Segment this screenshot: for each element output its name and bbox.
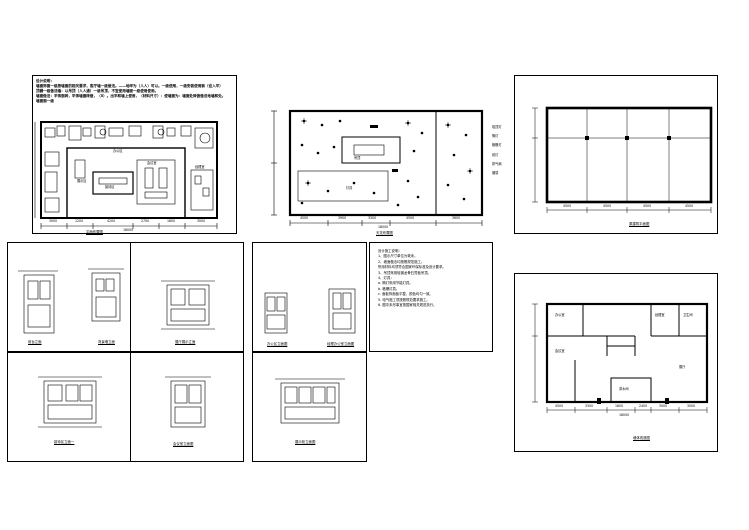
legend-item: 烟感 — [492, 171, 499, 176]
legend-item: 排气扇 — [492, 161, 502, 166]
wall-plan-drawing — [532, 302, 709, 413]
dimension-label: 3000 — [687, 404, 696, 408]
room-label: 灯具 — [346, 186, 353, 190]
room-label: 会议室 — [147, 161, 157, 165]
design-note-item: 所用材料均须符合国家环保标准及设计要求。 — [378, 265, 446, 270]
legend-item: 格栅灯 — [492, 143, 502, 148]
dimension-label: 3600 — [452, 216, 461, 220]
dimension-label: 3000 — [49, 219, 58, 223]
notes-line: 墙面饰面一级按墙面的相关要求，客厅墙一级做法。——地坪为（人人）可以。一级使用，… — [36, 84, 223, 89]
dimension-label: 3900 — [338, 216, 347, 220]
design-note-item: c. 面板饰面板平整，颜色均匀一致。 — [378, 292, 433, 297]
dimension-label: 1800 — [167, 219, 176, 223]
sheet-caption: 办公区立面图 — [267, 342, 288, 346]
sheet-elevation-5: 会议室立面图 — [130, 352, 244, 462]
sheet-ceiling-plan: 吊顶 灯具 4500 3900 3300 4500 3600 18000 天花布… — [258, 75, 495, 235]
dimension-label: 2700 — [141, 219, 150, 223]
design-note-item: 5. 电气施工须按照规范要求施工。 — [378, 297, 430, 302]
dimension-label: 4500 — [406, 216, 415, 220]
sheet-elevation-1: 前台立面 背景墙立面 — [7, 242, 131, 352]
legend-item: 吸顶灯 — [492, 125, 502, 129]
design-note-item: b. 格栅灯具。 — [378, 286, 400, 291]
sheet-elevation-6: 展示柜立面图 — [252, 352, 367, 462]
dimension-label: 1800 — [615, 404, 624, 408]
room-label: 办公区 — [113, 149, 123, 153]
sheet-caption: 展厅展示立面 — [175, 340, 196, 344]
ceiling-plan-drawing — [271, 109, 484, 226]
sheet-caption: 会议室立面图 — [173, 442, 194, 446]
notes-title: 设计说明： — [36, 79, 54, 83]
dimension-total: 18000 — [123, 228, 134, 232]
design-notes-panel: 设计施工说明： 1、图示尺寸单位为毫米。 2、墙面做法均按照规范施工。 所用材料… — [369, 242, 493, 352]
dimension-label: 4200 — [107, 219, 116, 223]
notes-line: 顶棚一级做法墙：以吊顶（人人通）一级吊顶，不宜使用墙面一级使用使用。 — [36, 89, 159, 94]
dimension-label: 3300 — [585, 404, 594, 408]
room-label: 经理室 — [655, 313, 665, 317]
sheet-original-plan: 4500 4500 4500 4500 原建筑平面图 — [514, 75, 718, 234]
sheet-elevation-3: 办公区立面图 经理办公室立面图 — [252, 242, 367, 352]
room-label: 卫生间 — [683, 313, 693, 317]
light-crosses — [301, 118, 473, 186]
room-label: 办公室 — [555, 313, 565, 317]
room-label: 接待区 — [105, 185, 115, 189]
room-label: 吊顶 — [354, 156, 361, 160]
room-label: 经理室 — [195, 165, 205, 169]
design-notes-block: 设计说明： 墙面饰面一级按墙面的相关要求，客厅墙一级做法。——地坪为（人人）可以… — [36, 79, 225, 104]
dimension-label: 4500 — [603, 204, 612, 208]
sheet-wall-plan: 办公室 经理室 卫生间 会议室 展厅 茶水间 4500 3300 1800 24… — [514, 273, 718, 452]
dimension-total: 18000 — [619, 413, 630, 417]
dimension-label: 4500 — [685, 204, 694, 208]
original-plan-drawing — [532, 106, 713, 213]
sheet-caption: 展示柜立面图 — [295, 440, 316, 444]
design-notes-title: 设计施工说明： — [378, 249, 402, 253]
dimension-label: 3300 — [368, 216, 377, 220]
notes-line: 墙面做法：平饰面砖，平饰墙面砖做，（5）。出平和墙上使用，（材料尺寸）：使墙面为… — [36, 94, 226, 99]
room-label: 展厅 — [679, 365, 686, 369]
dimension-label: 4500 — [555, 404, 564, 408]
design-note-item: 2、墙面做法均按照规范施工。 — [378, 259, 425, 264]
legend-item: 射灯 — [492, 152, 499, 157]
legend-item: 筒灯 — [492, 134, 499, 139]
sheet-floor-plan: 设计说明： 墙面饰面一级按墙面的相关要求，客厅墙一级做法。——地坪为（人人）可以… — [32, 75, 237, 234]
dimension-total: 18000 — [378, 225, 389, 229]
design-note-item: 3、吊顶采用轻钢龙骨石膏板吊顶。 — [378, 270, 432, 275]
sheet-elevation-4: 接待区立面一 — [7, 352, 131, 462]
sheet-caption: 天花布置图 — [376, 231, 393, 235]
dimension-label: 4500 — [300, 216, 309, 220]
design-note-item: 4、灯具： — [378, 276, 394, 281]
dimension-label: 4500 — [563, 204, 572, 208]
floor-plan-drawing — [34, 121, 218, 229]
sheet-caption: 平面布置图 — [86, 230, 103, 234]
dimension-label: 3000 — [659, 404, 668, 408]
ceiling-legend: 吸顶灯 筒灯 格栅灯 射灯 排气扇 烟感 — [492, 125, 520, 176]
dimension-label: 4500 — [643, 204, 652, 208]
sheet-caption: 前台立面 — [28, 340, 42, 344]
dimension-label: 3000 — [197, 219, 206, 223]
sheet-caption: 原建筑平面图 — [629, 222, 650, 226]
ceiling-light-symbols — [300, 119, 472, 207]
dimension-label: 1200 — [75, 219, 84, 223]
design-note-item: 6. 图中未尽事宜按国家相关规范执行。 — [378, 303, 437, 308]
design-note-item: 1、图示尺寸单位为毫米。 — [378, 254, 418, 259]
dimension-label: 2400 — [639, 404, 648, 408]
sheet-caption: 接待区立面一 — [54, 440, 75, 444]
room-label: 会议室 — [555, 349, 565, 353]
sheet-elevation-2: 展厅展示立面 — [130, 242, 244, 352]
sheet-caption: 墙体改造图 — [633, 436, 650, 440]
sheet-caption: 背景墙立面 — [98, 340, 115, 344]
room-label: 展示区 — [77, 179, 87, 183]
design-note-item: a. 筒灯采用节能灯具。 — [378, 281, 413, 286]
notes-line: 墙面面一级 — [36, 99, 54, 104]
sheet-caption: 经理办公室立面图 — [327, 342, 355, 346]
room-label: 茶水间 — [619, 387, 629, 391]
